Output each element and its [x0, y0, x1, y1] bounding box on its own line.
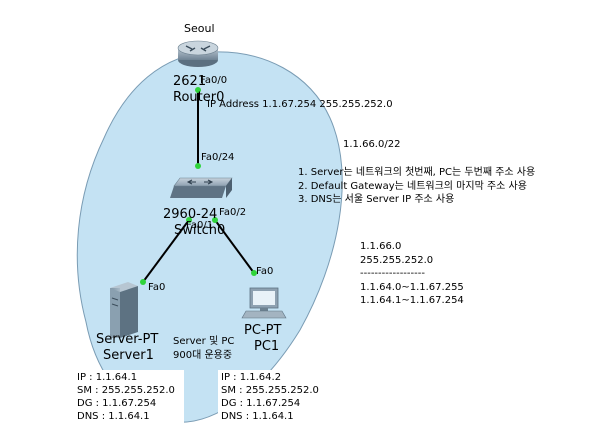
port-label-pc-fa0: Fa0	[256, 266, 274, 277]
switch-name-label: Switch0	[174, 223, 226, 238]
config-line: SM : 255.255.252.0	[221, 385, 319, 396]
area-label: Seoul	[184, 22, 215, 35]
network-address: 1.1.66.0/22	[343, 139, 401, 150]
rule-item: 1. Server는 네트워크의 첫번째, PC는 두번째 주소 사용	[298, 167, 536, 178]
rule-item: 2. Default Gateway는 네트워크의 마지막 주소 사용	[298, 180, 527, 192]
calc-item: ------------------	[360, 268, 425, 279]
pc-icon[interactable]	[241, 287, 287, 319]
port-dots	[140, 87, 257, 285]
switch-icon[interactable]	[170, 177, 233, 198]
pc-model-label: PC-PT	[244, 323, 282, 338]
config-line: IP : 1.1.64.1	[77, 372, 138, 383]
config-line: DNS : 1.1.64.1	[77, 411, 150, 422]
calc-list: 1.1.66.0 255.255.252.0 -----------------…	[360, 240, 464, 308]
port-dot-pc	[251, 270, 257, 276]
config-line: DNS : 1.1.64.1	[221, 411, 294, 422]
config-line: DG : 1.1.67.254	[77, 398, 157, 409]
port-dot-switch-up	[195, 163, 201, 169]
calc-item: 1.1.64.0~1.1.67.255	[360, 281, 464, 293]
link-switch-pc[interactable]	[214, 219, 255, 274]
capacity-note-line: 900대 운용중	[173, 349, 233, 361]
port-label-switch-fa024: Fa0/24	[201, 152, 235, 163]
port-dot-switch-right	[212, 217, 218, 223]
pc-ip-config: IP : 1.1.64.2 SM : 255.255.252.0 DG : 1.…	[218, 370, 328, 424]
port-dot-server	[140, 279, 146, 285]
port-label-switch-fa01: Fa0/1	[186, 220, 214, 231]
pc-name-label: PC1	[254, 339, 280, 354]
port-dot-switch-left	[186, 217, 192, 223]
server-model-label: Server-PT	[96, 332, 159, 347]
router-name-label: Router0	[173, 90, 225, 105]
port-label-server-fa0: Fa0	[148, 282, 166, 293]
server-icon[interactable]	[110, 282, 138, 338]
capacity-note-line: Server 및 PC	[173, 336, 235, 347]
router-ip-note: IP Address 1.1.67.254 255.255.252.0	[207, 99, 393, 110]
server-name-label: Server1	[103, 348, 154, 363]
port-dot-router	[195, 87, 201, 93]
rules-list: 1. Server는 네트워크의 첫번째, PC는 두번째 주소 사용 2. D…	[298, 166, 535, 207]
router-icon[interactable]	[177, 40, 219, 67]
rule-item: 3. DNS는 서울 Server IP 주소 사용	[298, 194, 455, 205]
switch-model-label: 2960-24	[163, 207, 218, 222]
config-line: DG : 1.1.67.254	[221, 398, 301, 409]
port-label-router-fa00: Fa0/0	[200, 75, 228, 86]
calc-item: 255.255.252.0	[360, 254, 434, 266]
config-line: SM : 255.255.252.0	[77, 385, 175, 396]
link-switch-server[interactable]	[142, 219, 190, 283]
router-model-label: 2621	[173, 74, 207, 89]
calc-item: 1.1.66.0	[360, 241, 402, 252]
port-label-switch-fa02: Fa0/2	[219, 207, 247, 218]
capacity-note: Server 및 PC 900대 운용중	[173, 335, 234, 362]
links	[142, 90, 255, 283]
server-ip-config: IP : 1.1.64.1 SM : 255.255.252.0 DG : 1.…	[74, 370, 184, 424]
config-line: IP : 1.1.64.2	[221, 372, 282, 383]
calc-item: 1.1.64.1~1.1.67.254	[360, 295, 464, 306]
